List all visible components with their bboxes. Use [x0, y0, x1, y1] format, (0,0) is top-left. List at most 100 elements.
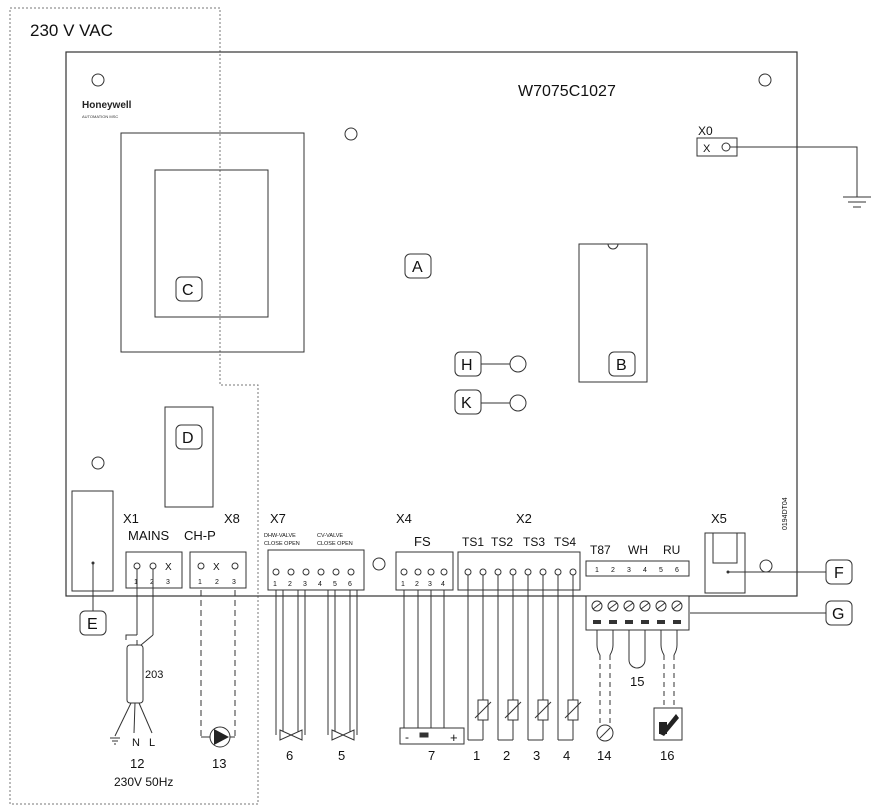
screw-terminal-block — [585, 595, 690, 631]
x7-pin-2: 2 — [288, 581, 292, 588]
button-k — [509, 394, 527, 412]
x4-pin-3: 3 — [428, 581, 432, 588]
num-t87: 14 — [597, 748, 611, 763]
x8-pin-2: 2 — [215, 579, 219, 586]
letter-h: H — [461, 357, 473, 374]
x1-pin-2: 2 — [150, 579, 154, 586]
letter-g: G — [832, 606, 844, 623]
transformer-outline — [120, 132, 305, 353]
num-ru: 16 — [660, 748, 674, 763]
mains-spec: 230V 50Hz — [114, 775, 173, 789]
x5-pin-header — [585, 560, 690, 577]
cable-label: 203 — [145, 669, 163, 681]
x2-label: X2 — [516, 511, 532, 526]
brand-subtitle: AUTOMATION MSC — [82, 114, 118, 119]
letter-e: E — [87, 616, 98, 633]
mains-cable — [110, 569, 154, 745]
num-cv-valve: 5 — [338, 748, 345, 763]
num-ts1: 1 — [473, 748, 480, 763]
x7-label: X7 — [270, 511, 286, 526]
x1-pin-1: 1 — [134, 579, 138, 586]
x1-mark: X — [165, 562, 172, 573]
mounting-hole — [91, 456, 105, 470]
transformer-core — [154, 169, 269, 318]
x8-pin-1: 1 — [198, 579, 202, 586]
x7-pin-6: 6 — [348, 581, 352, 588]
earth-wire — [730, 146, 858, 197]
x5-pin-4: 4 — [643, 567, 647, 574]
ru-label: RU — [663, 543, 680, 557]
letter-c: C — [182, 282, 194, 299]
x7-terminal-block — [267, 549, 365, 591]
dhw-valve-wiring — [275, 590, 306, 741]
x7-sub4: CLOSE OPEN — [317, 541, 353, 547]
num-wh: 15 — [630, 674, 644, 689]
cv-valve-wiring — [327, 590, 358, 741]
x7-sub3: CV-VALVE — [317, 533, 343, 539]
x8-label: X8 — [224, 511, 240, 526]
mounting-hole — [372, 557, 386, 571]
pump-wiring — [200, 590, 236, 737]
part-code: 0194DT04 — [782, 497, 789, 530]
model-number: W7075C1027 — [518, 83, 616, 100]
x5-label: X5 — [711, 511, 727, 526]
chip-notch — [607, 243, 619, 250]
supply-voltage-label: 230 V VAC — [30, 21, 113, 40]
mains-l-label: L — [149, 737, 155, 749]
x8-terminal-block — [189, 551, 247, 589]
x5-pin-5: 5 — [659, 567, 663, 574]
x7-pin-1: 1 — [273, 581, 277, 588]
wh-label: WH — [628, 543, 648, 557]
temperature-sensor-wiring — [467, 575, 582, 741]
num-pump: 13 — [212, 756, 226, 771]
num-ts2: 2 — [503, 748, 510, 763]
letter-f: F — [834, 565, 844, 582]
x8-name: CH-P — [184, 528, 216, 543]
fs-minus: - — [405, 730, 409, 744]
num-dhw-valve: 6 — [286, 748, 293, 763]
x0-label: X0 — [698, 124, 713, 138]
fs-plus: + — [450, 730, 458, 745]
x5-pin-6: 6 — [675, 567, 679, 574]
x4-pin-1: 1 — [401, 581, 405, 588]
mains-n-label: N — [132, 737, 140, 749]
x1-terminal-block — [125, 551, 183, 589]
mounting-hole — [758, 73, 772, 87]
t87-wiring — [596, 630, 614, 742]
microcontroller-chip — [578, 243, 648, 383]
num-ts4: 4 — [563, 748, 570, 763]
num-ts3: 3 — [533, 748, 540, 763]
x7-sub2: CLOSE OPEN — [264, 541, 300, 547]
mains-voltage-region — [9, 7, 259, 805]
ts4-label: TS4 — [554, 535, 576, 549]
x8-mark: X — [213, 562, 220, 573]
ts3-label: TS3 — [523, 535, 545, 549]
pcb-board — [65, 51, 798, 597]
letter-k: K — [461, 395, 472, 412]
x5-pin-3: 3 — [627, 567, 631, 574]
x2-terminal-block — [457, 551, 581, 591]
mounting-hole — [759, 559, 773, 573]
x1-pin-3: 3 — [166, 579, 170, 586]
x4-label: X4 — [396, 511, 412, 526]
x5-pin-1: 1 — [595, 567, 599, 574]
x4-name: FS — [414, 534, 431, 549]
num-mains: 12 — [130, 756, 144, 771]
mounting-hole — [344, 127, 358, 141]
x4-pin-2: 2 — [415, 581, 419, 588]
x5-socket-inner — [712, 532, 738, 564]
screw-terminals — [591, 600, 683, 624]
ru-wiring — [660, 630, 678, 708]
t87-label: T87 — [590, 543, 611, 557]
mounting-hole — [91, 73, 105, 87]
letter-d: D — [182, 430, 194, 447]
x5-pin-2: 2 — [611, 567, 615, 574]
relay-d — [164, 406, 214, 508]
brand-logo: Honeywell — [82, 100, 132, 111]
led-h — [509, 355, 527, 373]
letter-b: B — [616, 357, 627, 374]
x1-name: MAINS — [128, 528, 170, 543]
x8-pin-3: 3 — [232, 579, 236, 586]
x7-pin-4: 4 — [318, 581, 322, 588]
